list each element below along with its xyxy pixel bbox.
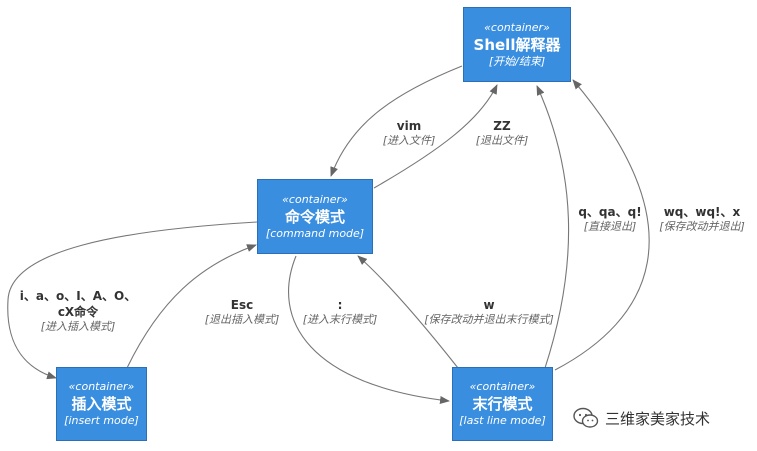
- edge-colon: [288, 255, 450, 404]
- wechat-icon: [573, 407, 599, 428]
- edge-zz: [373, 84, 498, 189]
- edge-name: q、qa、q!: [578, 205, 642, 219]
- node-tech: [command mode]: [265, 226, 365, 240]
- edge-label-savequit: wq、wq!、x [保存改动并退出]: [652, 204, 752, 234]
- edge-desc: [进入末行模式]: [302, 313, 378, 326]
- edge-name-line2: cX命令: [57, 305, 99, 319]
- node-tech: [insert mode]: [64, 414, 139, 427]
- node-tech: [开始/结束]: [488, 54, 546, 68]
- edge-name: wq、wq!、x: [663, 205, 741, 219]
- edge-name: vim: [396, 119, 422, 133]
- node-title: 命令模式: [284, 207, 345, 226]
- edge-label-enter-insert: i、a、o、I、A、O、 cX命令 [进入插入模式]: [10, 288, 146, 334]
- edge-name: ZZ: [493, 119, 511, 133]
- edge-name: i、a、o、I、A、O、: [19, 289, 137, 303]
- edge-label-vim: vim [进入文件]: [377, 118, 441, 148]
- edge-desc: [保存改动并退出]: [659, 220, 745, 233]
- node-tech: [last line mode]: [459, 414, 546, 427]
- edge-desc: [退出插入模式]: [204, 313, 280, 326]
- edge-name: :: [337, 298, 343, 312]
- edge-quit: [536, 85, 570, 369]
- node-shell: «container» Shell解释器 [开始/结束]: [463, 7, 571, 82]
- edge-vim: [330, 65, 463, 177]
- edge-name: Esc: [230, 298, 254, 312]
- edge-desc: [保存改动并退出末行模式]: [424, 313, 554, 326]
- node-title: 插入模式: [71, 395, 132, 413]
- edge-desc: [进入文件]: [382, 134, 436, 147]
- edge-desc: [退出文件]: [475, 134, 529, 147]
- node-command: «container» 命令模式 [command mode]: [257, 179, 373, 254]
- node-title: Shell解释器: [473, 35, 561, 54]
- node-insert: «container» 插入模式 [insert mode]: [56, 367, 147, 441]
- node-stereotype: «container»: [282, 192, 348, 206]
- edge-name: w: [483, 298, 495, 312]
- node-stereotype: «container»: [469, 380, 536, 393]
- edge-desc: [直接退出]: [583, 220, 637, 233]
- watermark-text: 三维家美家技术: [605, 409, 711, 428]
- edge-write: [357, 255, 459, 369]
- edge-savequit: [554, 79, 650, 371]
- edge-desc: [进入插入模式]: [40, 320, 116, 333]
- edge-label-quit: q、qa、q! [直接退出]: [575, 204, 645, 234]
- node-stereotype: «container»: [484, 20, 550, 34]
- node-title: 末行模式: [472, 395, 533, 413]
- node-stereotype: «container»: [68, 380, 135, 393]
- edge-esc: [126, 244, 257, 369]
- edge-label-zz: ZZ [退出文件]: [470, 118, 534, 148]
- edge-label-write: w [保存改动并退出末行模式]: [414, 297, 564, 327]
- watermark: 三维家美家技术: [573, 407, 710, 429]
- edge-enter-insert: [7, 221, 258, 380]
- edge-label-esc: Esc [退出插入模式]: [197, 297, 287, 327]
- node-lastline: «container» 末行模式 [last line mode]: [452, 367, 553, 441]
- edge-label-colon: : [进入末行模式]: [295, 297, 385, 327]
